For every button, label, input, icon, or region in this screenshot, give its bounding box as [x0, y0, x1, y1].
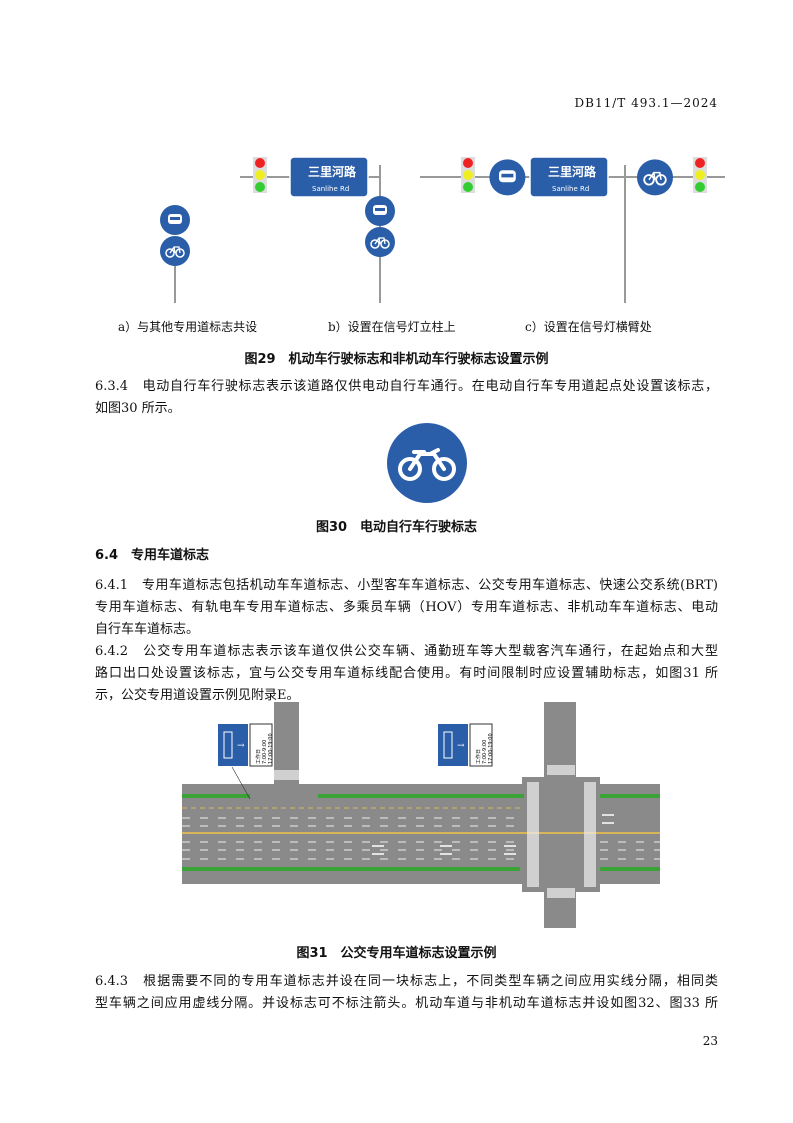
paragraph-line: 6.4.3 根据需要不同的专用车道标志并设在同一块标志上，不同类型车辆之间应用实…: [95, 974, 718, 989]
motor-vehicle-sign-icon: [160, 205, 190, 235]
figure-31-title: 图31 公交专用车道标志设置示例: [296, 946, 497, 961]
svg-text:三里河路: 三里河路: [308, 164, 357, 179]
page-number: 23: [702, 1034, 718, 1048]
paragraph-line: 示，公交专用道设置示例见附录E。: [95, 688, 300, 703]
svg-text:Sanlihe Rd: Sanlihe Rd: [552, 185, 589, 193]
svg-text:7:00-9:00: 7:00-9:00: [482, 740, 488, 764]
svg-text:工作日: 工作日: [255, 749, 262, 764]
doc-code-header: DB11/T 493.1—2024: [574, 96, 718, 110]
svg-text:→: →: [237, 741, 245, 751]
paragraph-line: 路口出口处设置该标志，宜与公交专用车道标线配合使用。有时间限制时应设置辅助标志，…: [95, 666, 718, 681]
svg-text:工作日: 工作日: [475, 749, 482, 764]
fig29-caption-b: b）设置在信号灯立柱上: [328, 320, 456, 334]
svg-text:17:00-19:00: 17:00-19:00: [488, 733, 494, 764]
road-name-sign: [289, 156, 369, 198]
section-heading: 6.4 专用车道标志: [95, 548, 210, 563]
paragraph-line: 6.4.2 公交专用车道标志表示该车道仅供公交车辆、通勤班车等大型载客汽车通行，…: [95, 644, 718, 659]
figure-29-title: 图29 机动车行驶标志和非机动车行驶标志设置示例: [244, 352, 549, 367]
paragraph-line: 专用车道标志、有轨电车专用车道标志、多乘员车辆（HOV）专用车道标志、非机动车车…: [95, 600, 718, 615]
svg-text:7:00-9:00: 7:00-9:00: [262, 740, 268, 764]
fig29-caption-c: c）设置在信号灯横臂处: [525, 320, 652, 334]
svg-text:三里河路: 三里河路: [548, 164, 597, 179]
figure-30-title: 图30 电动自行车行驶标志: [315, 520, 478, 535]
paragraph-line: 如图30 所示。: [95, 401, 181, 416]
svg-text:17:00-19:00: 17:00-19:00: [268, 733, 274, 764]
paragraph-line: 型车辆之间应用虚线分隔。并设标志可不标注箭头。机动车道与非机动车道标志并设如图3…: [95, 996, 718, 1011]
paragraph-line: 6.4.1 专用车道标志包括机动车车道标志、小型客车车道标志、公交专用车道标志、…: [95, 578, 718, 593]
paragraph-line: 自行车车道标志。: [95, 622, 200, 637]
svg-text:→: →: [457, 741, 465, 751]
figure-29-illustration: 三里河路 Sanlihe Rd 三里河路 Sanlihe Rd: [159, 156, 725, 303]
paragraph-line: 6.3.4 电动自行车行驶标志表示该道路仅供电动自行车通行。在电动自行车专用道起…: [95, 379, 718, 394]
fig29-caption-a: a）与其他专用道标志共设: [118, 320, 258, 334]
bicycle-sign-icon: [159, 235, 191, 267]
e-bike-sign: [387, 423, 467, 503]
svg-text:Sanlihe Rd: Sanlihe Rd: [312, 185, 349, 193]
